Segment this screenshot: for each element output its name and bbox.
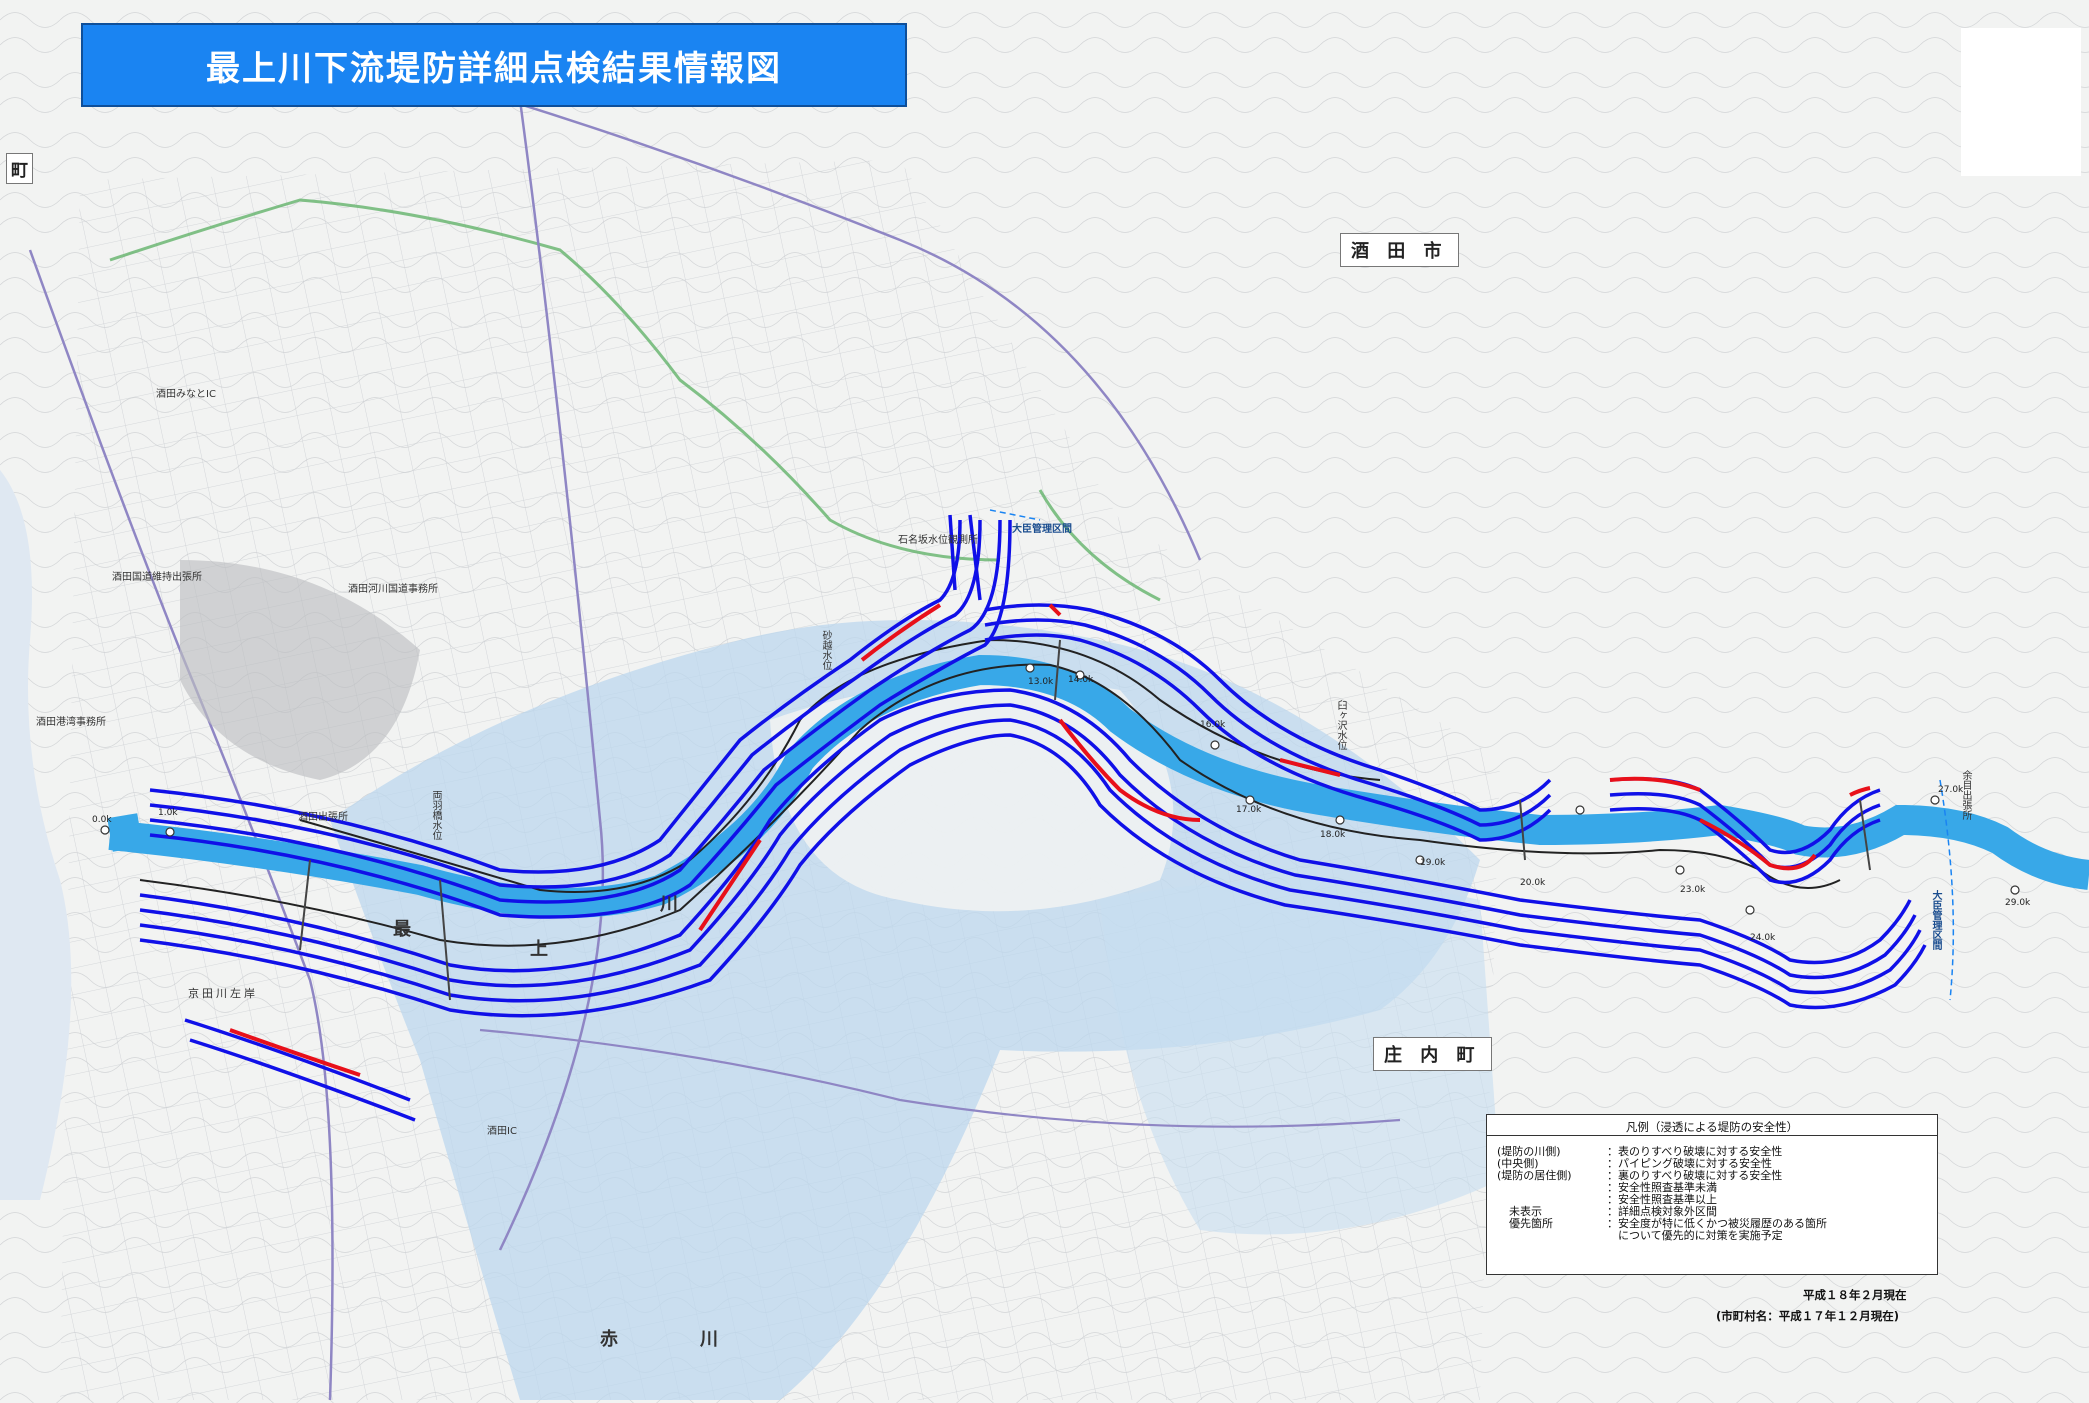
label-amarume: 余目出張所 [1960, 770, 1971, 820]
compass-box [1961, 28, 2081, 176]
km-label-17: 17.0k [1236, 805, 1262, 815]
place-machi: 町 [6, 153, 33, 184]
label-sakata-port: 酒田港湾事務所 [36, 717, 106, 728]
red-segment-far-east-3 [1849, 786, 1871, 797]
footer-date-main: 平成１８年２月現在 [1803, 1288, 1907, 1302]
flood-zone-main [330, 620, 1480, 1400]
levee-south-4 [139, 733, 1927, 1018]
levee-north-4 [149, 519, 1012, 919]
levee-north-1 [149, 519, 962, 874]
kanri-boundary-east [1939, 779, 1955, 1001]
legend-row-label-2: (中央側) [1497, 1157, 1539, 1170]
legend-none-label: 未表示 [1509, 1205, 1542, 1218]
admin-road-south [479, 1028, 1401, 1128]
aka-river-char-1: 赤 [600, 1329, 618, 1350]
levee-kyoden-1 [184, 1018, 411, 1102]
legend-title: 凡例（浸透による堤防の安全性） [1625, 1120, 1799, 1134]
levee-south-2 [139, 703, 1917, 988]
levee-north-east-2 [984, 618, 1552, 827]
levee-kyoden-2 [189, 1038, 416, 1122]
legend-divider [1487, 1135, 1937, 1136]
green-boundary-line-2 [1038, 489, 1161, 602]
river-char-3: 川 [660, 894, 678, 915]
label-kanri-kukan-east: 大臣管理区間 [1930, 890, 1941, 950]
legend-none-desc: ：詳細点検対象外区間 [1607, 1205, 1717, 1218]
red-segment-north-east [1279, 758, 1341, 777]
sakata-urban-area [180, 560, 420, 780]
levee-north-2 [149, 519, 982, 889]
label-sunaoshi: 砂越水位 [820, 630, 831, 670]
legend-priority-label: 優先箇所 [1509, 1217, 1553, 1230]
legend-row-desc-2: ：パイピング破壊に対する安全性 [1607, 1157, 1772, 1170]
tributary-levee-2 [948, 514, 957, 591]
red-segment-far-east-1 [1609, 776, 1701, 792]
km-markers [100, 663, 2020, 915]
legend-priority-desc-2: について優先的に対策を実施予定 [1607, 1229, 1783, 1242]
legend-red-desc: ：安全性照査基準未満 [1607, 1181, 1717, 1194]
legend-row-label-1: (堤防の川側) [1497, 1145, 1561, 1158]
flood-zone-east [1100, 880, 1500, 1235]
label-ryou-bridge: 両羽橋水位 [430, 790, 441, 840]
label-kanri-kukan-north: 大臣管理区間 [1012, 524, 1072, 535]
km-label-23: 23.0k [1680, 885, 1706, 895]
legend-row-desc-3: ：裏のりすべり破壊に対する安全性 [1607, 1169, 1783, 1182]
levee-centerline-south [139, 663, 1841, 947]
river-char-1: 最 [393, 919, 411, 940]
label-usuzawa: 臼ヶ沢水位 [1335, 700, 1346, 750]
legend-blue-desc: ：安全性照査基準以上 [1607, 1193, 1717, 1206]
label-sakata-kasen: 酒田河川国道事務所 [348, 584, 438, 595]
tributary-levee-1 [968, 514, 982, 601]
kanri-boundary-north [989, 509, 1041, 521]
label-ishinazaka: 石名坂水位観測所 [898, 535, 978, 546]
levee-lines-south [139, 514, 1927, 1122]
km-label-14: 14.0k [1068, 675, 1094, 685]
legend-box: 凡例（浸透による堤防の安全性） (堤防の川側) ：表のりすべり破壊に対する安全性… [1486, 1114, 1938, 1275]
km-label-27: 27.0k [1938, 785, 1964, 795]
label-sakata-ic: 酒田IC [487, 1126, 517, 1137]
sea-area [0, 470, 72, 1200]
red-segment-south-1 [1058, 718, 1201, 822]
red-segment-north-tributary [860, 603, 942, 662]
footer-date-municipal: (市町村名：平成１７年１２月現在) [1716, 1309, 1900, 1323]
bridges [299, 639, 1871, 1001]
label-sakata-kokudo: 酒田国道維持出張所 [112, 572, 202, 583]
river-char-2: 上 [530, 939, 548, 960]
levee-north-east-1 [984, 603, 1552, 812]
levee-south-1 [139, 688, 1912, 973]
red-segment-kyoden [229, 1028, 361, 1077]
aka-river-char-2: 川 [700, 1329, 718, 1350]
km-label-29: 29.0k [2005, 898, 2031, 908]
red-segment-north-2 [1048, 603, 1062, 617]
map-title: 最上川下流堤防詳細点検結果情報図 [81, 23, 907, 107]
place-sakata-city: 酒 田 市 [1340, 233, 1459, 267]
levee-north-east-3 [984, 633, 1552, 842]
levee-south-3 [139, 718, 1922, 1003]
km-label-20: 20.0k [1520, 878, 1546, 888]
river-mouth [107, 813, 143, 852]
label-sakata-minato-ic: 酒田みなとIC [156, 389, 216, 400]
label-sakata-branch: 酒田出張所 [298, 812, 348, 823]
red-segment-south-2 [698, 838, 762, 932]
label-kyoden-left: 京田川左岸 [188, 987, 258, 1000]
legend-row-desc-1: ：表のりすべり破壊に対する安全性 [1607, 1145, 1783, 1158]
legend-row-label-3: (堤防の居住側) [1497, 1169, 1572, 1182]
green-boundary-line [109, 198, 1001, 562]
mogami-river [108, 654, 2089, 918]
km-label-0: 0.0k [92, 815, 112, 825]
levee-red-segments [229, 603, 1871, 1077]
km-label-18: 18.0k [1320, 830, 1346, 840]
levee-far-east-3 [1609, 807, 1881, 885]
place-shonai-town: 庄 内 町 [1373, 1037, 1492, 1071]
admin-road-central [498, 99, 605, 1251]
red-segment-far-east-2 [1699, 818, 1817, 871]
legend-priority-desc-1: ：安全度が特に低くかつ被災履歴のある箇所 [1607, 1217, 1827, 1230]
km-label-13: 13.0k [1028, 677, 1054, 687]
km-label-24: 24.0k [1750, 933, 1776, 943]
levee-lines-north [149, 519, 1881, 919]
km-label-19: 19.0k [1420, 858, 1446, 868]
levee-north-3 [149, 519, 1002, 904]
km-label-16: 16.0k [1200, 720, 1226, 730]
km-label-1: 1.0k [158, 808, 178, 818]
